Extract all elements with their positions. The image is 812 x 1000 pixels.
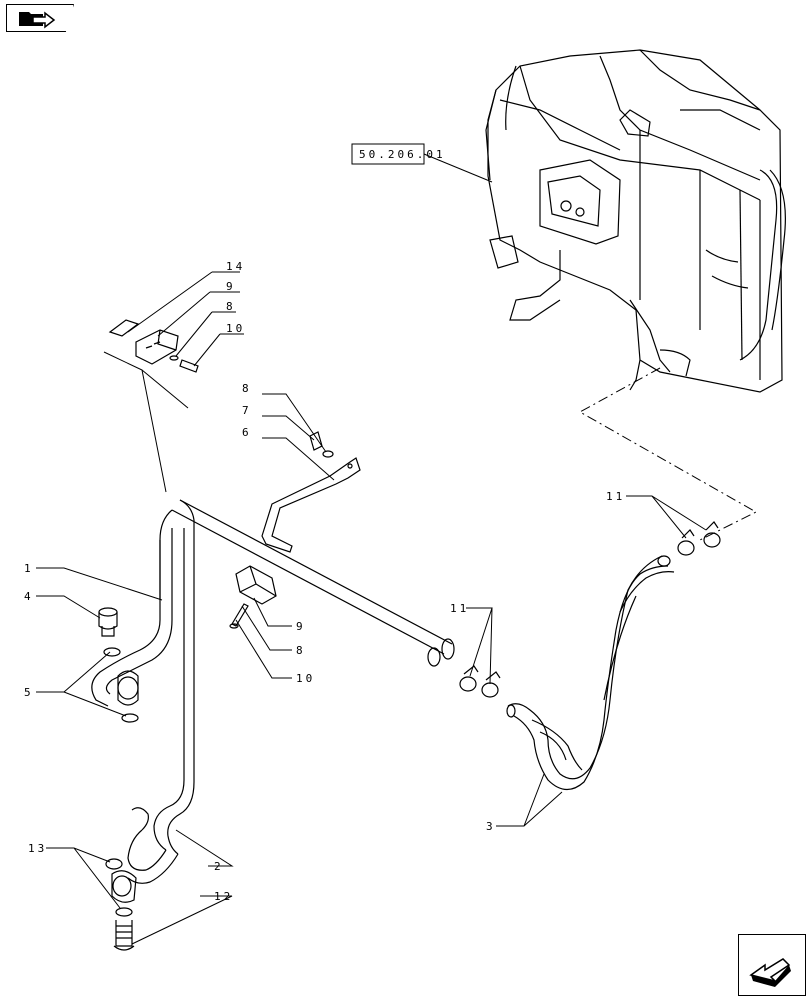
next-page-button[interactable] [738, 934, 806, 996]
callout-5: 5 [24, 686, 34, 699]
banjo-fitting-upper [98, 607, 139, 723]
previous-section-button[interactable] [6, 4, 74, 32]
callout-14: 14 [226, 260, 245, 273]
heater-pipe-left [91, 499, 455, 884]
callout-12: 12 [214, 890, 233, 903]
hvac-unit [485, 49, 786, 393]
pipe-clip-upper [103, 319, 199, 493]
callout-8-bracket: 8 [242, 382, 252, 395]
banjo-fitting-lower [105, 858, 137, 951]
callout-1: 1 [24, 562, 34, 575]
callout-11-mid: 11 [450, 602, 469, 615]
heater-hose-right [506, 555, 675, 791]
reference-label: 50.206.01 [359, 148, 446, 161]
callout-7: 7 [242, 404, 252, 417]
hose-clamps [459, 521, 721, 698]
callout-6: 6 [242, 426, 252, 439]
callout-9-top: 9 [226, 280, 236, 293]
callout-2: 2 [214, 860, 224, 873]
callout-10-top: 10 [226, 322, 245, 335]
callout-9-mid: 9 [296, 620, 306, 633]
leader-lines [36, 271, 707, 945]
callout-11-right: 11 [606, 490, 625, 503]
folder-arrow-icon [19, 11, 56, 29]
callout-8-mid: 8 [296, 644, 306, 657]
callout-10-mid: 10 [296, 672, 315, 685]
callout-13: 13 [28, 842, 47, 855]
mounting-bracket [261, 431, 361, 553]
callout-4: 4 [24, 590, 34, 603]
next-page-arrow-icon [749, 958, 791, 987]
pipe-clip-mid [229, 565, 277, 629]
callout-8-top: 8 [226, 300, 236, 313]
callout-3: 3 [486, 820, 496, 833]
